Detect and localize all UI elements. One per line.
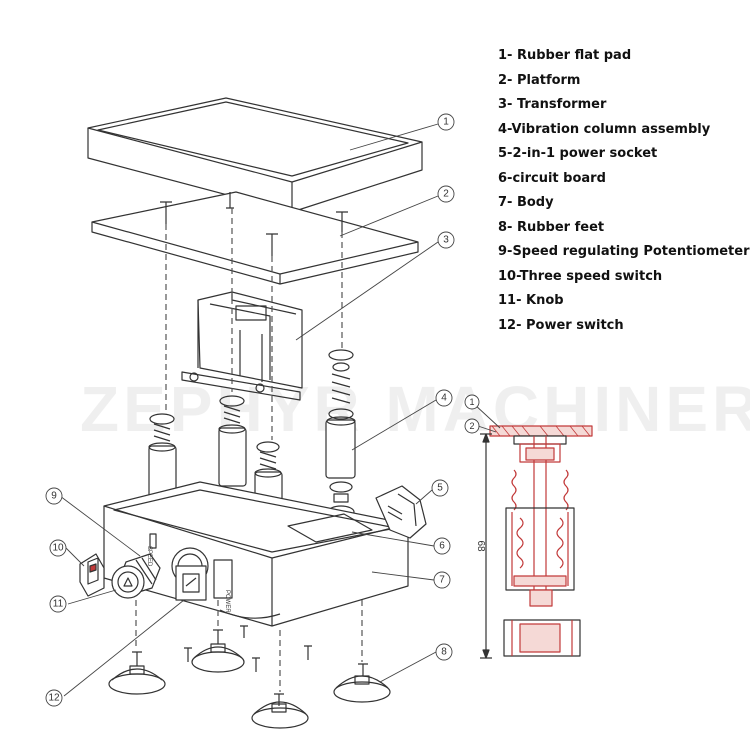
- rubber-foot-left: [108, 651, 166, 695]
- legend-item-potentiometer: 9-Speed regulating Potentiometer: [498, 244, 750, 259]
- vibration-column-exploded: [325, 349, 356, 519]
- vibration-column-middle: [218, 395, 247, 487]
- legend-item-vibration-column: 4-Vibration column assembly: [498, 121, 711, 137]
- callout-5: 5: [437, 483, 443, 494]
- rubber-foot-right: [333, 663, 391, 703]
- watermark: ZEPHYR MACHINERY: [80, 373, 750, 445]
- platform: [91, 191, 419, 285]
- callout-7: 7: [439, 575, 445, 586]
- callout-11: 11: [53, 599, 64, 610]
- callout-2: 2: [443, 189, 449, 200]
- callout-6: 6: [439, 541, 445, 552]
- callout-10: 10: [52, 543, 64, 554]
- circuit-board: [287, 513, 373, 543]
- legend-item-rubber-feet: 8- Rubber feet: [498, 219, 605, 235]
- power-socket: [375, 485, 427, 539]
- bottom-screws: [184, 625, 312, 672]
- section-callout-1: 1: [469, 397, 474, 407]
- legend-item-speed-switch: 10-Three speed switch: [498, 268, 663, 284]
- transformer: [181, 291, 303, 401]
- leader-lines: [59, 123, 439, 697]
- legend-item-rubber-flat-pad: 1- Rubber flat pad: [498, 48, 632, 63]
- rubber-flat-pad: [87, 97, 423, 213]
- legend-item-body: 7- Body: [498, 195, 554, 210]
- front-panel: [149, 533, 233, 601]
- rubber-foot-middle: [191, 629, 245, 673]
- callout-12: 12: [48, 693, 60, 704]
- callout-3: 3: [443, 235, 449, 246]
- callout-circles: [45, 113, 455, 707]
- callout-1: 1: [443, 117, 449, 128]
- power-label: POWER: [224, 590, 230, 613]
- parts-legend: 1- Rubber flat pad 2- Platform 3- Transf…: [498, 46, 750, 340]
- callout-8: 8: [441, 647, 447, 658]
- legend-item-circuit-board: 6-circuit board: [498, 170, 606, 186]
- section-view: [464, 394, 593, 659]
- speed-label: SPEED: [146, 546, 152, 567]
- assembly-guide-lines: [135, 208, 363, 692]
- legend-item-power-switch: 12- Power switch: [498, 317, 624, 333]
- rubber-foot-front: [251, 693, 309, 729]
- legend-item-platform: 2- Platform: [498, 72, 581, 88]
- legend-item-knob: 11- Knob: [498, 293, 564, 308]
- legend-item-transformer: 3- Transformer: [498, 97, 607, 112]
- three-speed-switch: [79, 553, 105, 597]
- knob: [111, 565, 145, 599]
- legend-item-power-socket: 5-2-in-1 power socket: [498, 146, 658, 161]
- section-callout-2: 2: [469, 421, 474, 431]
- section-dimension: 68: [475, 540, 486, 552]
- callout-9: 9: [51, 491, 57, 502]
- callout-4: 4: [441, 393, 447, 404]
